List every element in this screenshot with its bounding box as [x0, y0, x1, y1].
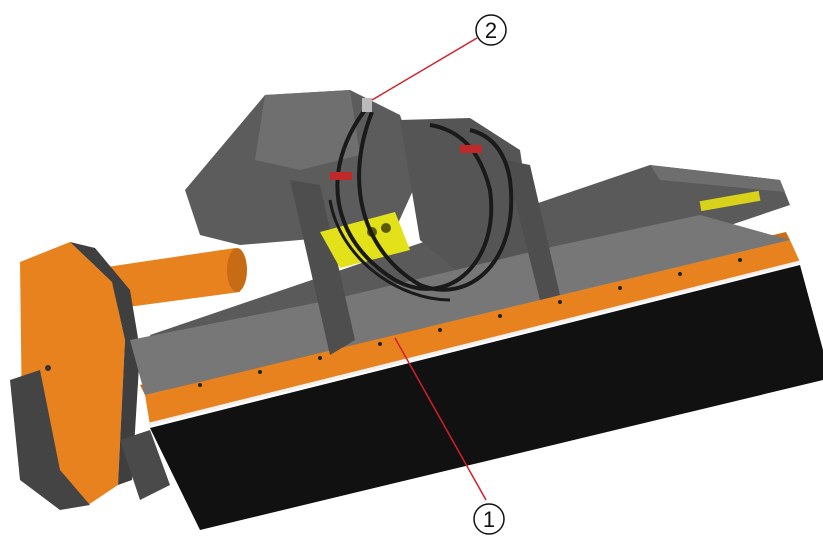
roller-bracket	[120, 430, 170, 500]
arm-right	[505, 160, 560, 300]
valve-red	[330, 172, 352, 180]
callout-2-leader	[371, 37, 478, 101]
hydraulic-hose	[335, 108, 494, 291]
side-cover-edge	[70, 242, 140, 485]
hydraulic-hose	[328, 199, 451, 302]
top-valve	[362, 98, 372, 112]
rubber-flap	[150, 265, 823, 530]
beam-bolts	[198, 258, 742, 387]
shaft-end	[227, 248, 247, 292]
callout-2-label: 2	[485, 18, 497, 43]
hitch-tower-face	[255, 90, 360, 170]
cover-bolt	[45, 365, 51, 371]
callout-1-circle	[473, 503, 505, 535]
front-orange-beam	[145, 240, 800, 425]
yellow-decal	[699, 190, 761, 212]
valve-red	[460, 145, 482, 153]
callout-2-circle	[475, 14, 507, 46]
hydraulic-hose	[357, 111, 514, 292]
lower-left-housing	[10, 370, 90, 510]
plate-hole	[381, 223, 391, 233]
mid-deck	[130, 215, 790, 395]
callout-1-label: 1	[483, 507, 495, 532]
callout-1-leader	[394, 337, 487, 501]
pto-shaft	[100, 248, 240, 310]
arm-left	[290, 180, 355, 355]
steel-strip	[149, 260, 801, 426]
rear-housing-top	[650, 165, 785, 192]
